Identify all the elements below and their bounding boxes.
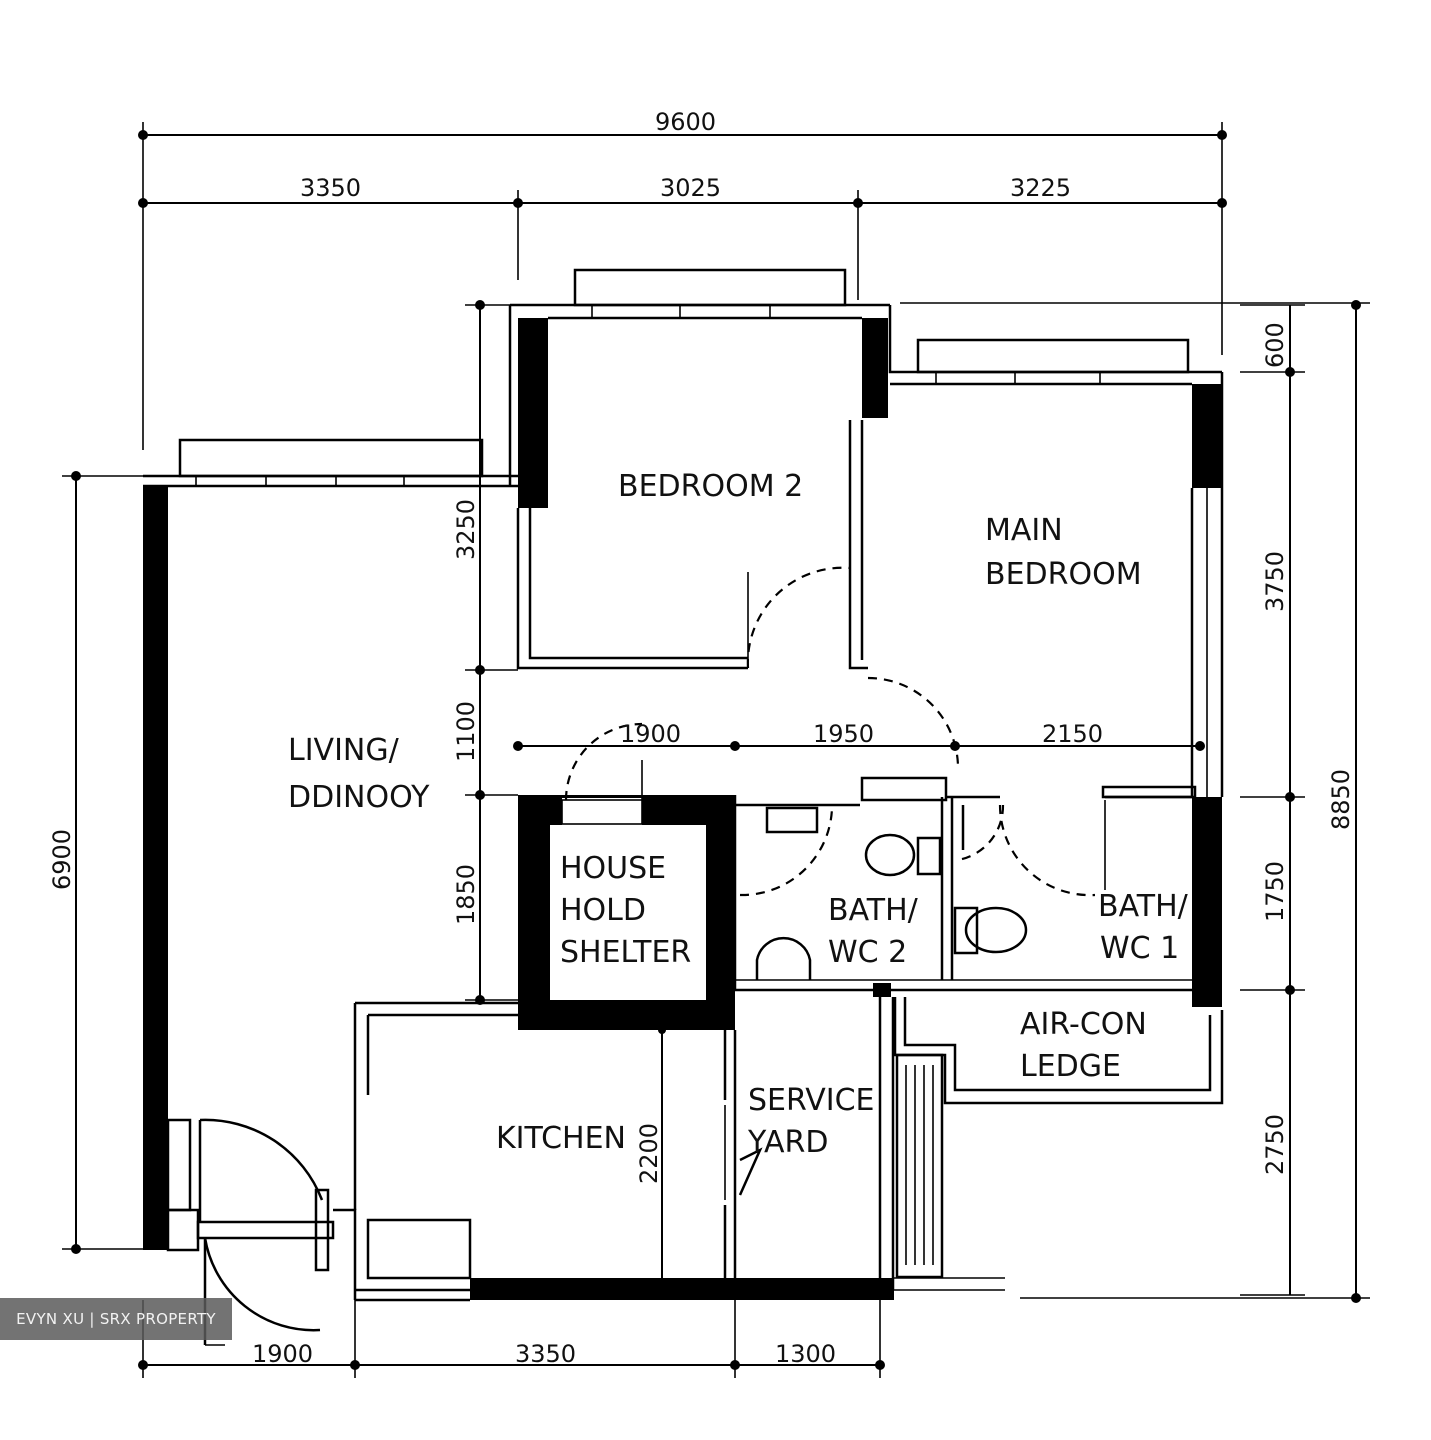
label-household-line2: HOLD — [560, 893, 646, 928]
dim-bottom-1900: 1900 — [252, 1340, 313, 1368]
label-household-line3: SHELTER — [560, 935, 691, 970]
dimension-labels: 9600 3350 3025 3225 6900 3250 1100 1850 … — [48, 108, 1355, 1368]
watermark-badge: EVYN XU | SRX PROPERTY — [0, 1298, 232, 1340]
sanitary-fixtures — [755, 805, 1028, 980]
label-household-line1: HOUSE — [560, 851, 666, 886]
dim-mid-1900: 1900 — [620, 720, 681, 748]
dim-right-600: 600 — [1261, 322, 1289, 368]
dim-top-seg3: 3225 — [1010, 174, 1071, 202]
label-living-line2: DDINOOY — [288, 780, 430, 815]
label-main-bedroom-line1: MAIN — [985, 513, 1063, 548]
label-bath1-line2: WC 1 — [1100, 931, 1179, 966]
dim-mid-2150: 2150 — [1042, 720, 1103, 748]
room-labels: BEDROOM 2 MAIN BEDROOM LIVING/ DDINOOY H… — [288, 469, 1189, 1160]
label-aircon-line1: AIR-CON — [1020, 1007, 1147, 1042]
label-service-line2: YARD — [747, 1125, 828, 1160]
dim-bottom-3350: 3350 — [515, 1340, 576, 1368]
dim-top-seg2: 3025 — [660, 174, 721, 202]
label-service-line1: SERVICE — [748, 1083, 874, 1118]
label-kitchen: KITCHEN — [496, 1121, 626, 1156]
dim-top-total: 9600 — [655, 108, 716, 136]
dim-kitchen-2200: 2200 — [635, 1123, 663, 1184]
dim-right-3750: 3750 — [1261, 551, 1289, 612]
dim-right-total: 8850 — [1327, 769, 1355, 830]
dim-right-1750: 1750 — [1261, 861, 1289, 922]
label-bedroom-2: BEDROOM 2 — [618, 469, 803, 504]
label-bath1-line1: BATH/ — [1098, 889, 1189, 924]
dim-inner-1850: 1850 — [452, 864, 480, 925]
dim-left-total: 6900 — [48, 829, 76, 890]
walls — [143, 268, 1224, 1302]
label-bath2-line2: WC 2 — [828, 935, 907, 970]
label-bath2-line1: BATH/ — [828, 893, 919, 928]
dim-right-2750: 2750 — [1261, 1114, 1289, 1175]
dimension-lines — [62, 122, 1370, 1378]
label-living-line1: LIVING/ — [288, 733, 400, 768]
door-swings — [198, 566, 1106, 1346]
dim-bottom-1300: 1300 — [775, 1340, 836, 1368]
label-aircon-line2: LEDGE — [1020, 1049, 1121, 1084]
dim-top-seg1: 3350 — [300, 174, 361, 202]
dim-mid-1950: 1950 — [813, 720, 874, 748]
label-main-bedroom-line2: BEDROOM — [985, 557, 1142, 592]
dim-inner-3250: 3250 — [452, 499, 480, 560]
dim-inner-1100: 1100 — [452, 701, 480, 762]
